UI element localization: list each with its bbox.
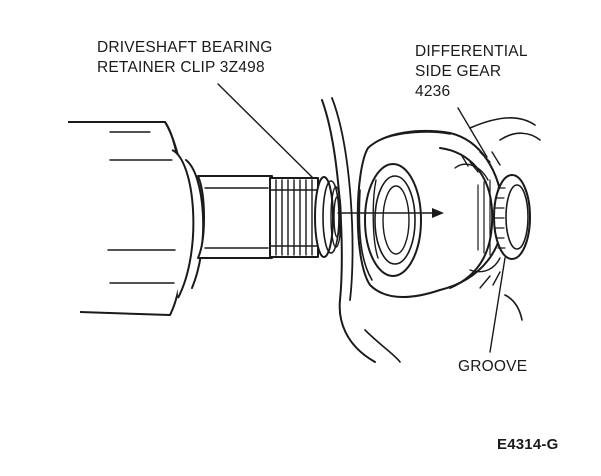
- side-gear-label-line3: 4236: [415, 83, 451, 100]
- retainer-clip: [314, 176, 342, 258]
- insertion-arrow: [337, 208, 444, 218]
- retainer-clip-label: DRIVESHAFT BEARING RETAINER CLIP 3Z498: [97, 38, 273, 78]
- retainer-clip-leader-line: [217, 83, 314, 179]
- differential-side-gear: [356, 117, 541, 321]
- retainer-clip-label-line1: DRIVESHAFT BEARING: [97, 39, 273, 56]
- side-gear-label: DIFFERENTIAL SIDE GEAR 4236: [415, 42, 528, 102]
- side-gear-label-line2: SIDE GEAR: [415, 63, 502, 80]
- retainer-clip-label-line2: RETAINER CLIP 3Z498: [97, 59, 265, 76]
- figure-id-label: E4314-G: [497, 436, 559, 453]
- driveshaft-splines: [269, 177, 319, 258]
- differential-case-outline: [321, 97, 401, 363]
- groove-label: GROOVE: [458, 358, 528, 375]
- driveshaft-housing: [68, 121, 205, 316]
- groove-leader-line: [489, 257, 506, 353]
- side-gear-leader-line: [457, 107, 488, 158]
- driveshaft-neck: [197, 175, 273, 259]
- side-gear-label-line1: DIFFERENTIAL: [415, 43, 528, 60]
